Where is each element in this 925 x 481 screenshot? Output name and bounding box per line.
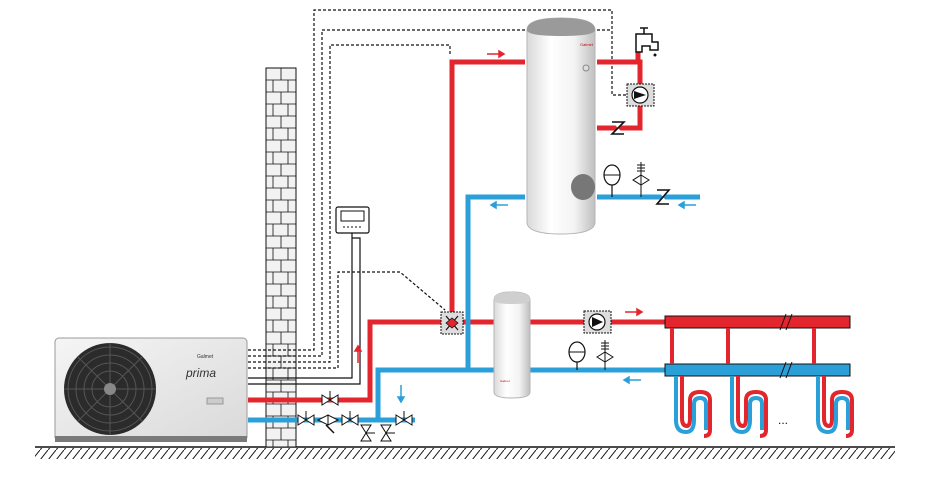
floor-heating-loop [670, 328, 712, 438]
tap-icon [635, 27, 659, 57]
floor-heating-loop [812, 328, 854, 438]
loop-ellipsis: ... [778, 413, 788, 427]
three-way-valve-icon [440, 311, 464, 335]
circulation-pump-icon [626, 83, 655, 107]
safety-valve-icon [596, 340, 614, 370]
check-valve-icon [655, 189, 671, 205]
heat-pump-model: prima [185, 366, 216, 380]
fan-icon [64, 343, 156, 435]
ball-valve-icon [297, 411, 315, 426]
flow-arrow-icon [677, 200, 696, 210]
dhw-storage-tank: Galmet [526, 17, 596, 235]
ball-valve-icon [395, 411, 413, 426]
floor-heating-loop [726, 328, 768, 438]
hot-water-pipes [248, 50, 665, 403]
check-valve-icon [610, 121, 626, 135]
expansion-vessel-icon [568, 341, 586, 370]
cold-water-pipes [248, 194, 700, 423]
ball-valve-icon [341, 411, 359, 426]
brick-wall [265, 67, 297, 448]
flow-arrow-icon [487, 49, 506, 59]
buffer-tank: Galmet [493, 291, 531, 399]
tank-brand: Galmet [580, 42, 594, 47]
filter-icon [316, 414, 340, 434]
return-manifold [664, 361, 851, 379]
circulation-pump-icon [583, 310, 612, 334]
heat-pump-brand: Galmet [197, 354, 214, 360]
supply-manifold [664, 313, 851, 331]
ball-valve-icon [321, 391, 339, 406]
ball-valve-icon [380, 424, 395, 442]
flow-arrow-icon [353, 344, 363, 363]
control-wiring [248, 9, 626, 385]
buffer-tank-brand: Galmet [500, 379, 510, 383]
safety-valve-icon [632, 162, 650, 197]
flow-arrow-icon [489, 200, 508, 210]
flow-arrow-icon [396, 385, 406, 404]
heat-pump-outdoor-unit: Galmet prima [54, 337, 248, 442]
flow-arrow-icon [622, 375, 641, 385]
ground-line [35, 446, 895, 459]
ball-valve-icon [360, 424, 375, 442]
controller-icon [335, 206, 370, 234]
flow-arrow-icon [625, 307, 644, 317]
expansion-vessel-icon [603, 164, 621, 197]
